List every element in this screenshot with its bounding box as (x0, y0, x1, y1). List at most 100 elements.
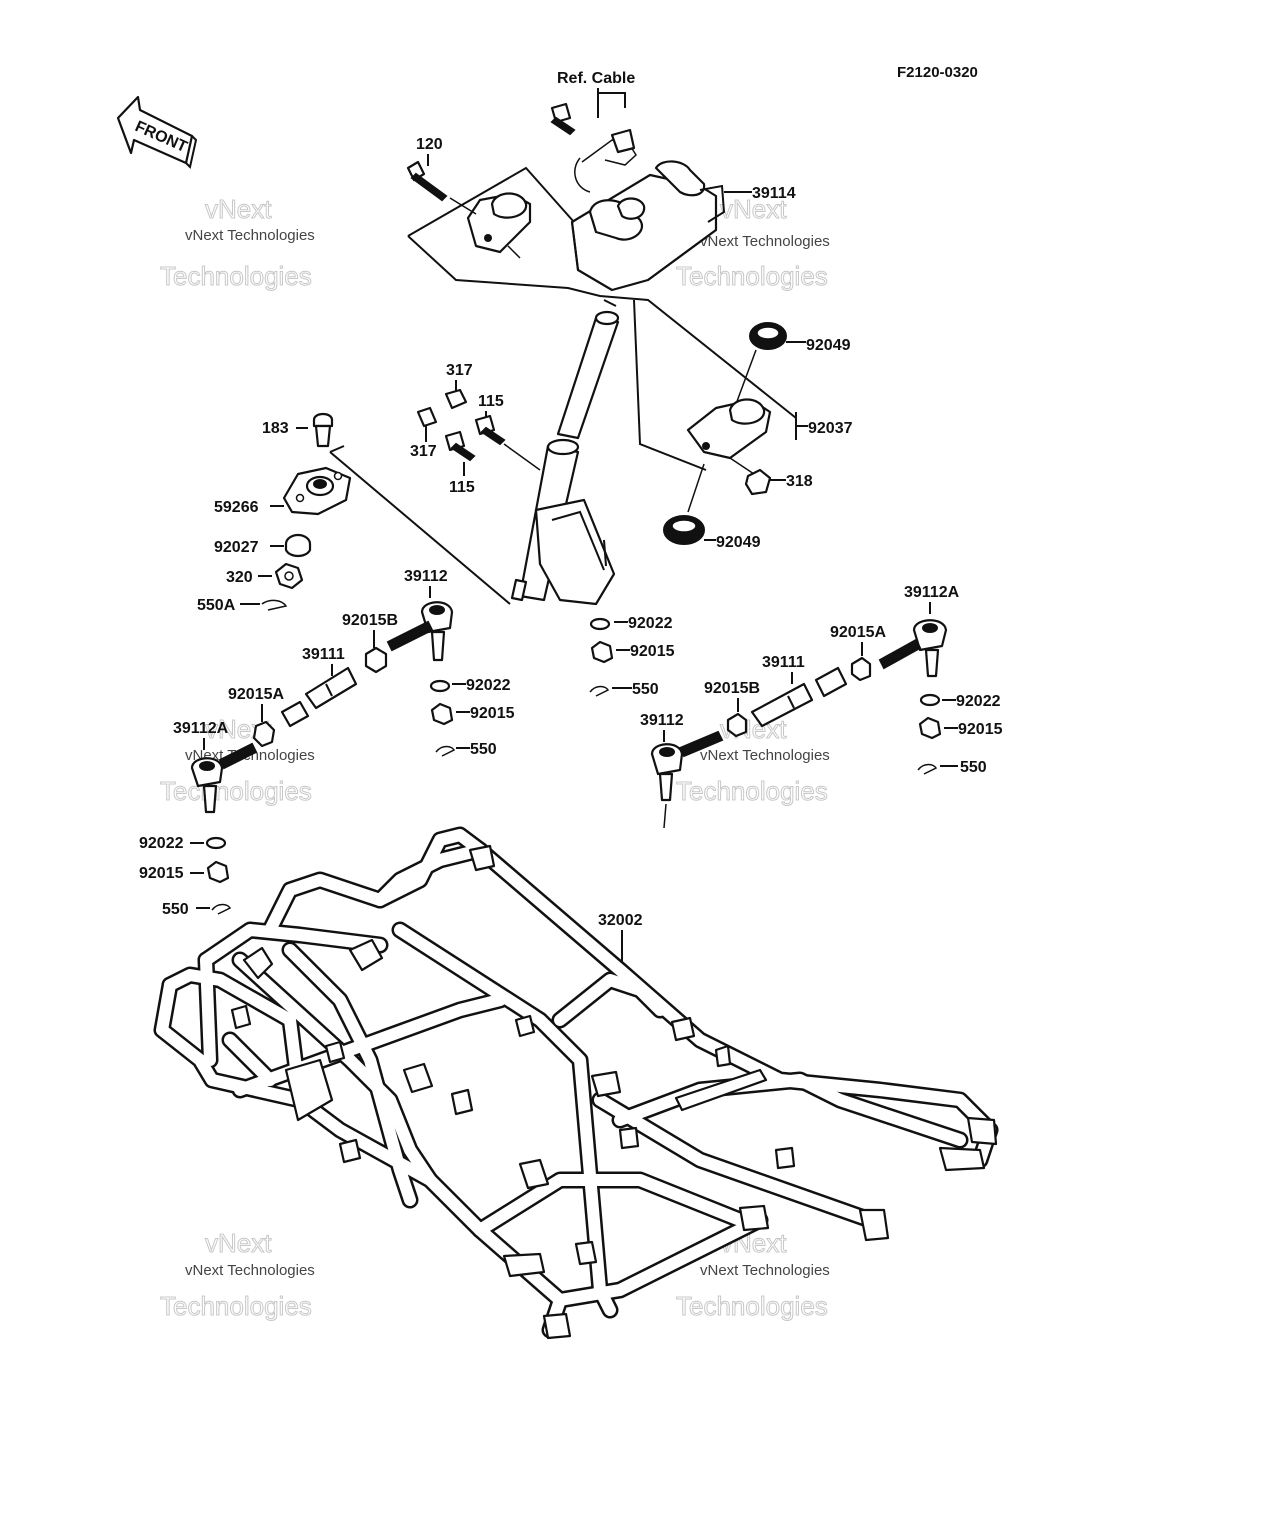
watermark-text: vNext Technologies (185, 227, 315, 244)
callout-550A: 550A (197, 597, 236, 614)
callout-39112A: 39112A (173, 720, 229, 737)
watermark-text: vNext Technologies (700, 747, 830, 764)
watermark-big-technologies: Technologies (676, 261, 828, 291)
oil-seal-92049-upper (749, 322, 787, 350)
cotter-pin-550A (261, 599, 288, 611)
callout-92022: 92022 (956, 693, 1001, 710)
callout-39111: 39111 (762, 654, 805, 671)
callout-92022: 92022 (466, 677, 511, 694)
washer-92022-right (919, 693, 941, 707)
callout-32002: 32002 (598, 912, 643, 929)
nut-92015B-left (364, 646, 388, 674)
ref-cable-label: Ref. Cable (557, 70, 635, 87)
bolt-120 (406, 160, 448, 202)
leader-line (729, 457, 755, 475)
washer-92022-center (589, 617, 611, 631)
cotter-pin-550-center (589, 685, 610, 697)
bolt-183 (312, 412, 334, 448)
tie-rod-39111-left (304, 666, 358, 710)
callout-39112A: 39112A (904, 584, 960, 601)
nut-317 (444, 388, 468, 410)
callout-39111: 39111 (302, 646, 345, 663)
pivot-bracket-59266 (282, 466, 352, 516)
callout-39112: 39112 (640, 712, 684, 729)
callout-92027: 92027 (214, 539, 259, 556)
assembly-outline (633, 299, 707, 471)
assembly-outline (329, 445, 345, 453)
nut-320 (274, 562, 304, 590)
callout-550: 550 (960, 759, 987, 776)
callout-92015: 92015 (630, 643, 675, 660)
nut-92015A-right (850, 656, 872, 682)
callout-92037: 92037 (808, 420, 853, 437)
bolt-115 (444, 430, 476, 462)
callout-317: 317 (410, 443, 437, 460)
leader-line (687, 463, 705, 513)
watermark-text: vNext Technologies (700, 233, 830, 250)
cotter-pin-550-right (917, 763, 938, 775)
watermark-big-vnext: vNext (205, 1228, 272, 1258)
watermark-text: vNext Technologies (700, 1262, 830, 1279)
nut-92015A-left (252, 720, 276, 748)
callout-92015: 92015 (958, 721, 1003, 738)
callout-120: 120 (416, 136, 443, 153)
callout-39112: 39112 (404, 568, 448, 585)
assembly-outline (407, 166, 575, 237)
leader-line (597, 88, 626, 108)
nut-92015-left-mid (430, 702, 454, 726)
collar-92027 (284, 533, 312, 558)
cotter-pin-550-left-mid (435, 745, 456, 757)
callout-92015: 92015 (139, 865, 184, 882)
assembly-outline (329, 451, 511, 605)
diagram-code: F2120-0320 (897, 64, 978, 81)
tie-rod-end-39112A-right (878, 619, 948, 678)
callout-92015A: 92015A (830, 624, 886, 641)
watermark-big-vnext: vNext (720, 194, 787, 224)
handlebar-holder-39114 (570, 160, 726, 292)
watermark-big-technologies: Technologies (676, 1291, 828, 1321)
nut-317 (416, 406, 438, 428)
bolt-115 (474, 414, 506, 446)
upper-clamp (449, 192, 532, 259)
cotter-pin-550-bottom-left (211, 903, 232, 915)
callout-320: 320 (226, 569, 253, 586)
callout-115: 115 (478, 393, 504, 410)
nut-92015-bottom-left (206, 860, 230, 884)
callout-550: 550 (632, 681, 659, 698)
callout-92015B: 92015B (342, 612, 398, 629)
callout-59266: 59266 (214, 499, 259, 516)
leader-line (735, 349, 757, 405)
callout-39114: 39114 (752, 185, 796, 202)
callout-317: 317 (446, 362, 473, 379)
tie-rod-sleeve-left (280, 700, 310, 728)
watermark-big-vnext: vNext (205, 194, 272, 224)
nut-92015-right (918, 716, 942, 740)
assembly-outline (407, 235, 797, 419)
callout-92049: 92049 (806, 337, 851, 354)
lower-holder-92037 (686, 398, 772, 460)
tie-rod-sleeve-right (814, 666, 848, 698)
callout-318: 318 (786, 473, 813, 490)
callout-92049: 92049 (716, 534, 761, 551)
callout-115: 115 (449, 479, 475, 496)
leader-line (503, 443, 541, 471)
cable-guide-bolt (550, 102, 576, 136)
callout-550: 550 (162, 901, 189, 918)
callout-92022: 92022 (628, 615, 673, 632)
cable-clamp (574, 128, 637, 193)
callout-550: 550 (470, 741, 497, 758)
nut-318 (744, 468, 772, 496)
tie-rod-end-39112-left (386, 601, 454, 662)
tie-rod-39111-right (750, 682, 814, 728)
watermark-big-technologies: Technologies (160, 776, 312, 806)
washer-92022-bottom-left (205, 836, 227, 850)
callout-183: 183 (262, 420, 289, 437)
front-arrow-icon: FRONT (116, 95, 198, 169)
watermark-big-technologies: Technologies (160, 261, 312, 291)
nut-92015-center (590, 640, 614, 664)
callout-92022: 92022 (139, 835, 184, 852)
oil-seal-92049-lower (663, 515, 705, 545)
washer-92022-left-mid (429, 679, 451, 693)
tie-rod-end-39112-right (650, 730, 724, 829)
